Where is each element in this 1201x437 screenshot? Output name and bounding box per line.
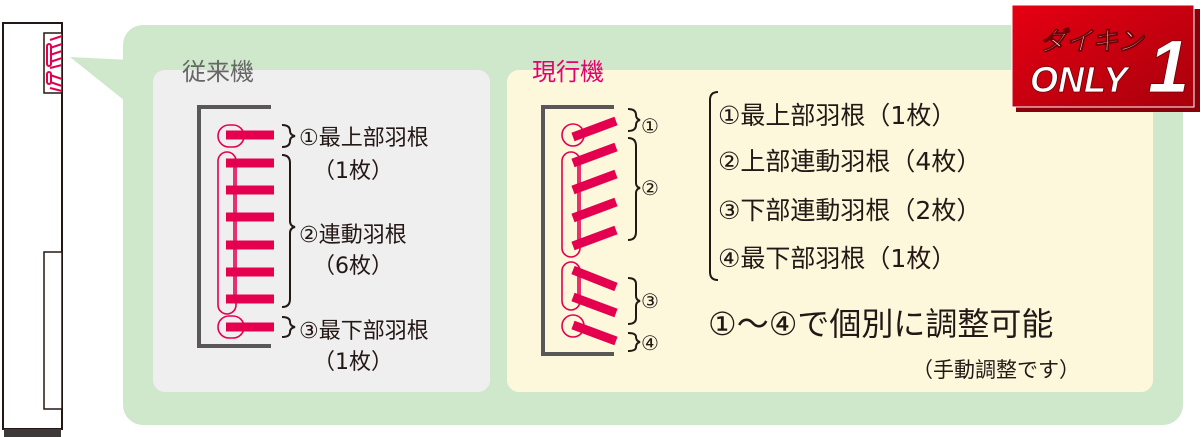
marker-4: ④: [641, 331, 659, 355]
aircon-unit-illustration: [2, 22, 63, 437]
old-label-linked-vanes: ②連動羽根: [299, 223, 407, 248]
callout-pointer: [70, 57, 130, 105]
vane-list-item-4: ④最下部羽根（1枚）: [718, 244, 956, 273]
vane-list-item-2: ②上部連動羽根（4枚）: [718, 147, 981, 176]
old-model-section: 従来機 ①最上部羽根 （1枚） ②連動羽根 （6枚） ③最下部羽根 （1枚）: [153, 58, 490, 392]
old-model-title: 従来機: [182, 58, 254, 86]
old-label-top-vane-count: （1枚）: [313, 159, 393, 184]
vane-list-item-3: ③下部連動羽根（2枚）: [718, 196, 981, 225]
marker-1: ①: [641, 114, 659, 138]
badge-number: 1: [1148, 25, 1189, 108]
headline: ①～④で個別に調整可能: [708, 305, 1053, 343]
current-louver-blades: [561, 116, 618, 346]
current-model-section: 現行機 ① ② ③ ④ ①最上部羽根（1枚） ②上部連動羽根（4枚）: [507, 58, 1153, 392]
old-label-bottom-vane-count: （1枚）: [313, 350, 393, 375]
marker-2: ②: [641, 176, 659, 200]
old-label-bottom-vane: ③最下部羽根: [299, 319, 429, 344]
vane-list-item-1: ①最上部羽根（1枚）: [718, 101, 956, 130]
old-louver-blades: [217, 124, 274, 339]
badge-only: ONLY: [1030, 59, 1130, 100]
badge-brand: ダイキン: [1040, 27, 1145, 57]
marker-3: ③: [641, 289, 659, 313]
old-label-linked-vanes-count: （6枚）: [313, 254, 393, 279]
current-model-title: 現行機: [532, 58, 604, 86]
manual-adjust-note: （手動調整です）: [912, 358, 1080, 382]
old-label-top-vane: ①最上部羽根: [299, 126, 429, 151]
daikin-only-1-badge: ダイキン ONLY 1: [1011, 4, 1200, 112]
